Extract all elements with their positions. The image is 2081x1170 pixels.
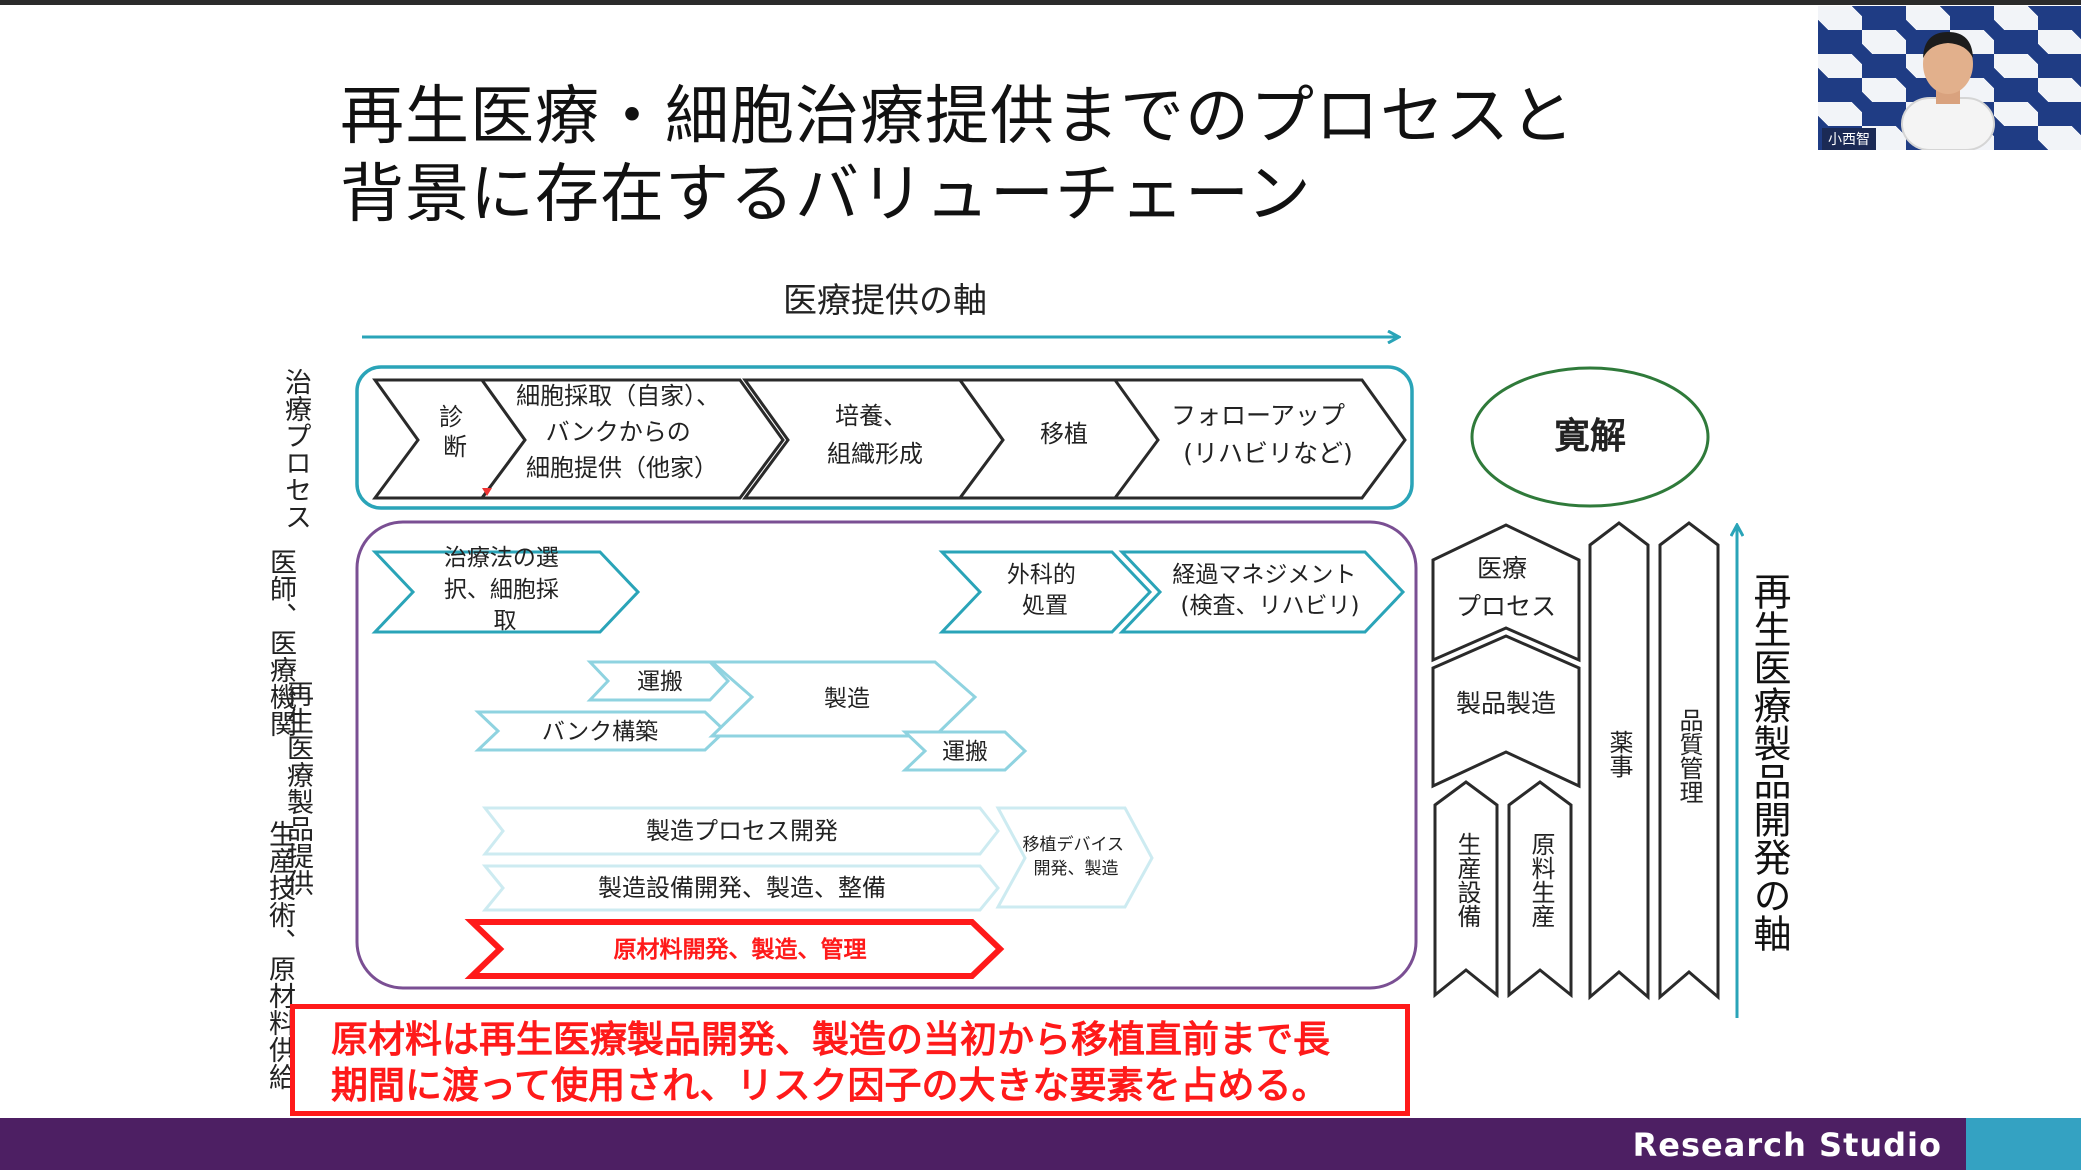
chevron-transport-2-text: 運搬 xyxy=(942,739,988,765)
stack-pharmaceutical-affairs-text: 薬事 xyxy=(1605,730,1633,778)
chevron-transport-2 xyxy=(901,730,1028,772)
chevron-culture-text: 培養、 組織形成 xyxy=(827,402,923,468)
chevron-raw-materials xyxy=(464,919,1005,979)
axis-top-label: 医療提供の軸 xyxy=(783,281,987,321)
stack-quality-control xyxy=(1658,521,1720,1001)
stack-medical-process xyxy=(1431,523,1581,663)
row-label-treatment-process: 治療プロセス xyxy=(280,368,311,530)
chevron-mark xyxy=(482,488,492,496)
chevron-equipment-development-text: 製造設備開発、製造、整備 xyxy=(598,874,886,902)
chevron-followup xyxy=(1112,378,1407,500)
chevron-course-management-text: 経過マネジメント (検査、リハビリ) xyxy=(1172,562,1363,619)
stack-production-facility-text: 生産設備 xyxy=(1453,832,1481,928)
row-label-doctors: 医師、医療機関 xyxy=(265,548,296,737)
chevron-device-development xyxy=(995,806,1154,909)
risk-note: 原材料は再生医療製品開発、製造の当初から移植直前まで長 期間に渡って使用され、リ… xyxy=(290,1004,1410,1116)
remission-ellipse xyxy=(1470,366,1710,508)
chevron-surgery-text: 外科的 処置 xyxy=(1007,562,1083,619)
webcam-overlay: 小西智 xyxy=(1818,6,2081,150)
chevron-process-development xyxy=(481,806,1000,856)
stack-pharmaceutical-affairs xyxy=(1588,521,1650,1001)
risk-note-line2: 期間に渡って使用され、リスク因子の大きな要素を占める。 xyxy=(331,1064,1329,1107)
stack-production-facility xyxy=(1433,780,1499,999)
axis-right-label: 再生医療製品開発の軸 xyxy=(1747,572,1791,952)
chevron-raw-materials-text: 原材料開発、製造、管理 xyxy=(614,936,867,963)
footer-bar: Research Studio xyxy=(0,1118,1966,1170)
top-border xyxy=(0,0,2081,5)
stack-quality-control-text: 品質管理 xyxy=(1675,708,1703,804)
risk-note-line1: 原材料は再生医療製品開発、製造の当初から移植直前まで長 xyxy=(331,1018,1330,1061)
chevron-equipment-development xyxy=(481,864,1000,912)
row-label-production-technology: 生産技術、原材料供給 xyxy=(264,820,295,1090)
chevron-transport-1-text: 運搬 xyxy=(637,669,683,695)
presenter-avatar xyxy=(1901,32,1995,150)
chevron-manufacture-text: 製造 xyxy=(824,686,870,712)
stack-product-manufacturing-text: 製品製造 xyxy=(1456,689,1556,718)
chevron-surgery xyxy=(938,550,1153,634)
slide-title-line2: 背景に存在するバリューチェーン xyxy=(340,158,1312,232)
chevron-transplant-text: 移植 xyxy=(1040,420,1088,448)
chevron-bank-construction xyxy=(474,710,728,752)
footer-brand: Research Studio xyxy=(1632,1126,1942,1164)
stack-medical-process-text: 医療 プロセス xyxy=(1456,554,1556,621)
slide-title-line1: 再生医療・細胞治療提供までのプロセスと xyxy=(340,80,1575,154)
chevron-cell-collection xyxy=(479,378,785,500)
value-chain-diagram: 医療提供の軸 寛解 診 断 細胞採取（自家）、 バンクからの 細胞提供（他家） … xyxy=(355,281,2081,1018)
stack-raw-production-text: 原料生産 xyxy=(1527,832,1555,928)
chevron-treatment-selection xyxy=(371,550,641,634)
stack-product-manufacturing xyxy=(1431,634,1581,789)
chevron-course-management xyxy=(1118,550,1406,634)
treatment-process-box xyxy=(355,365,1414,510)
value-chain-box xyxy=(355,520,1418,990)
chevron-process-development-text: 製造プロセス開発 xyxy=(646,817,838,845)
webcam-name-tag: 小西智 xyxy=(1822,128,1876,150)
footer-accent xyxy=(1966,1118,2081,1170)
chevron-bank-construction-text: バンク構築 xyxy=(542,719,658,745)
chevron-device-development-text: 移植デバイス 開発、製造 xyxy=(1023,834,1130,879)
chevron-diagnosis-text: 診 断 xyxy=(439,403,471,461)
stack-raw-production xyxy=(1507,780,1573,999)
chevron-cell-collection-text: 細胞採取（自家）、 バンクからの 細胞提供（他家） xyxy=(516,382,728,482)
chevron-treatment-selection-text: 治療法の選 択、細胞採 取 xyxy=(444,545,566,634)
remission-label: 寛解 xyxy=(1554,415,1626,457)
slide-title: 再生医療・細胞治療提供までのプロセスと 背景に存在するバリューチェーン xyxy=(340,78,1575,234)
chevron-followup-text: フォローアップ (リハビリなど) xyxy=(1171,401,1353,468)
row-label-regenerative-products: 再生医療製品提供 xyxy=(282,680,313,896)
